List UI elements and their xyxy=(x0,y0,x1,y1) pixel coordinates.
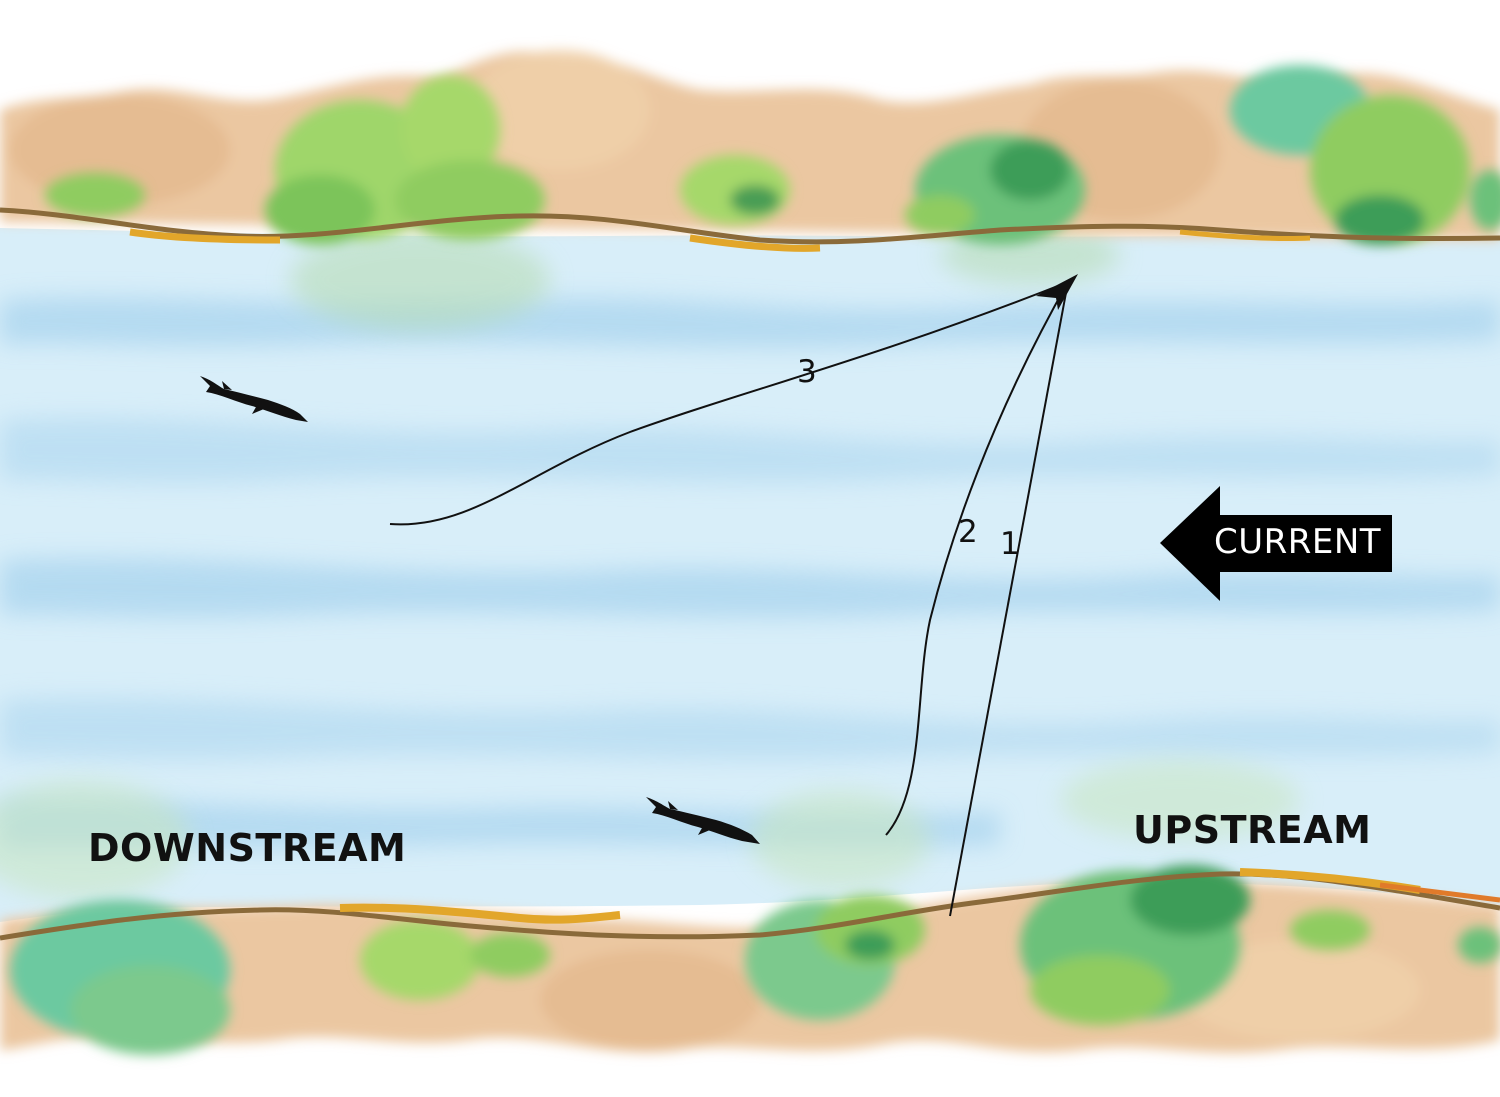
cast-number-1: 1 xyxy=(1000,526,1020,562)
fish-silhouette-icon xyxy=(200,376,308,422)
cast-paths xyxy=(389,274,1078,917)
cast-path-2 xyxy=(885,281,1069,836)
cast-path-3 xyxy=(389,281,1069,526)
current-label: CURRENT xyxy=(1214,522,1382,562)
top-bank-foliage xyxy=(45,65,1500,245)
cast-number-3: 3 xyxy=(797,354,817,390)
current-arrow-icon xyxy=(1160,486,1392,601)
bottom-bank-foliage xyxy=(10,865,1500,1055)
upstream-label: UPSTREAM xyxy=(1133,808,1372,852)
arrow-head-icon xyxy=(1036,274,1078,310)
water xyxy=(0,225,1500,922)
bottom-riverbank xyxy=(0,865,1500,1055)
downstream-label: DOWNSTREAM xyxy=(88,826,407,870)
cast-path-1 xyxy=(949,281,1069,917)
fish-silhouette-icon xyxy=(646,797,760,844)
top-riverbank xyxy=(0,50,1500,252)
cast-number-2: 2 xyxy=(958,514,978,550)
